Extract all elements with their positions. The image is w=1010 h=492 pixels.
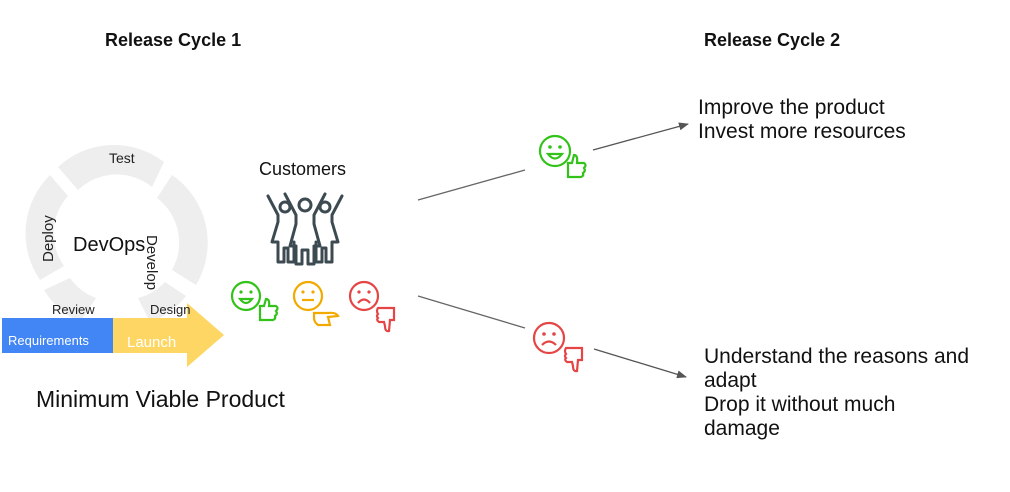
positive-outcome-line: Invest more resources [698,120,906,143]
release-cycle-1-heading: Release Cycle 1 [105,30,242,50]
negative-outcome-text: Understand the reasons and adapt Drop it… [704,345,969,441]
stage-label-develop: Develop [143,235,160,291]
connector-line-negative [417,295,526,329]
positive-outcome-icon [538,134,587,179]
positive-outcome-line: Improve the product [698,96,885,119]
negative-outcome-icon [532,321,584,373]
ring-segment-develop [157,175,208,285]
requirements-label: Requirements [8,333,89,348]
positive-outcome-text: Improve the product Invest more resource… [698,96,906,144]
happy-face-thumbs-up-icon [230,280,279,322]
stage-label-test: Test [109,150,135,166]
negative-outcome-line: Understand the reasons and [704,345,970,368]
requirements-block [2,318,114,353]
stage-label-review: Review [52,302,95,317]
mvp-caption: Minimum Viable Product [36,386,285,412]
ring-segment-design [138,282,186,322]
devops-cycle-ring [25,144,208,322]
ring-segment-review [44,278,96,322]
customers-label: Customers [259,159,347,179]
devops-center-label: DevOps [73,234,146,256]
ring-segment-test [58,144,164,190]
neutral-face-pointing-icon [292,280,340,327]
stage-label-deploy: Deploy [40,215,57,262]
negative-outcome-line: damage [704,417,780,440]
negative-outcome-line: adapt [704,369,757,392]
arrow-positive-outcome [592,122,689,151]
stage-label-design: Design [150,302,191,317]
launch-arrow [113,303,224,367]
negative-outcome-line: Drop it without much [704,393,896,416]
sad-face-thumbs-down-icon [348,280,396,333]
launch-label: Launch [127,334,177,351]
arrow-negative-outcome [593,348,687,379]
release-cycle-2-heading: Release Cycle 2 [704,30,841,50]
connector-line-positive [417,169,526,201]
people-cheering-icon [266,192,344,266]
ring-segment-deploy [25,175,68,280]
